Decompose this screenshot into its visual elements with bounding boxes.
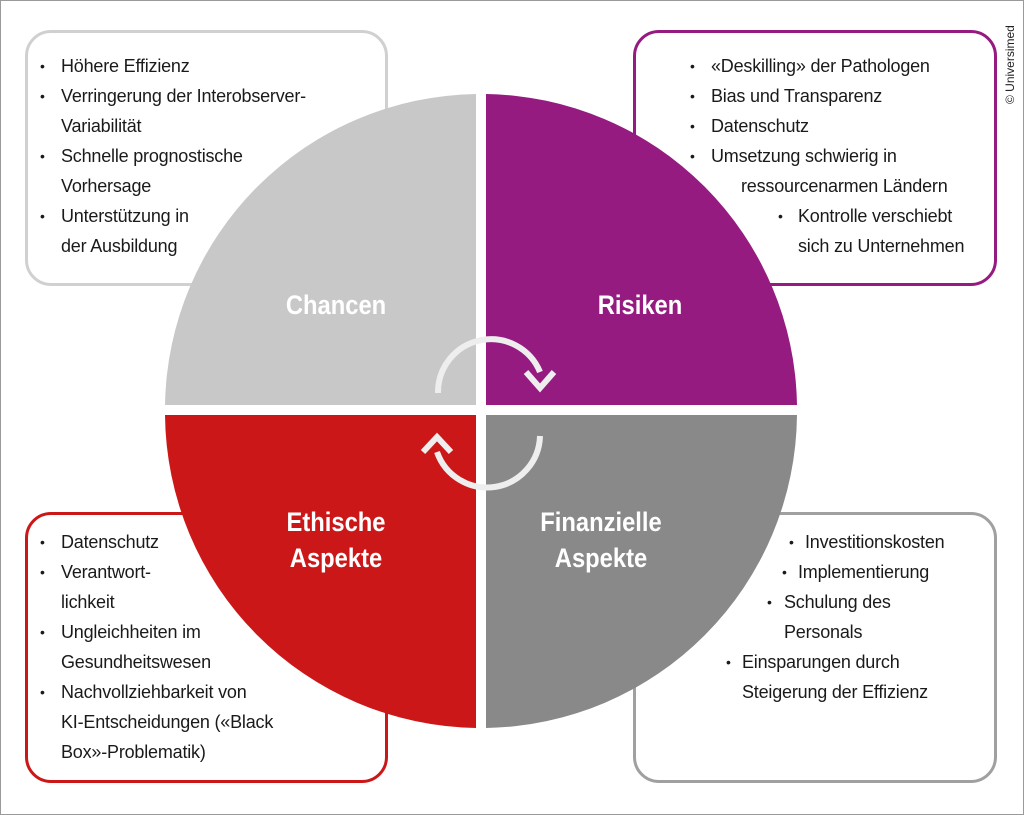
cycle-arrow-top-icon xyxy=(434,336,557,394)
list-item: Schnelle prognostische xyxy=(61,146,243,166)
quadrant-finanziell xyxy=(486,415,797,728)
label-ethisch-2: Aspekte xyxy=(289,543,383,573)
list-item-cont: lichkeit xyxy=(61,592,115,612)
label-chancen: Chancen xyxy=(285,290,387,320)
list-item-cont: KI-Entscheidungen («Black xyxy=(61,712,274,732)
bullet: • xyxy=(690,58,695,74)
bullet: • xyxy=(690,88,695,104)
list-item: Unterstützung in xyxy=(61,206,189,226)
bullet: • xyxy=(40,624,45,640)
list-item: Umsetzung schwierig in xyxy=(711,146,897,166)
label-risiken: Risiken xyxy=(597,290,683,320)
bullet: • xyxy=(40,148,45,164)
bullet: • xyxy=(40,208,45,224)
bullet: • xyxy=(789,534,794,550)
quadrant-chancen xyxy=(165,94,476,405)
list-item-cont: Vorhersage xyxy=(61,176,152,196)
bullet: • xyxy=(40,88,45,104)
label-finanziell-1: Finanzielle xyxy=(540,507,662,537)
list-item: Datenschutz xyxy=(711,116,809,136)
list-item: Nachvollziehbarkeit von xyxy=(61,682,247,702)
quadrant-risiken xyxy=(486,94,797,405)
bullet: • xyxy=(690,148,695,164)
list-item-cont: sich zu Unternehmen xyxy=(798,236,965,256)
label-finanziell-2: Aspekte xyxy=(554,543,648,573)
list-item: Datenschutz xyxy=(61,532,159,552)
list-item-cont: Personals xyxy=(784,622,863,642)
list-item-cont: Steigerung der Effizienz xyxy=(742,682,928,702)
bullet: • xyxy=(690,118,695,134)
list-item-cont: der Ausbildung xyxy=(61,236,178,256)
bullet: • xyxy=(767,594,772,610)
bullet: • xyxy=(782,564,787,580)
quadrant-ethisch xyxy=(165,415,476,728)
list-item-cont: ressourcenarmen Ländern xyxy=(741,176,948,196)
bullet: • xyxy=(40,58,45,74)
list-item: Höhere Effizienz xyxy=(61,56,190,76)
bullet: • xyxy=(726,654,731,670)
label-ethisch-1: Ethische xyxy=(286,507,386,537)
list-item: Schulung des xyxy=(784,592,891,612)
bullet: • xyxy=(40,534,45,550)
bullet: • xyxy=(778,208,783,224)
list-item: Verringerung der Interobserver- xyxy=(61,86,306,106)
list-item: Implementierung xyxy=(798,562,930,582)
bullet: • xyxy=(40,684,45,700)
list-item: «Deskilling» der Pathologen xyxy=(711,56,930,76)
list-item-cont: Box»-Problematik) xyxy=(61,742,206,762)
list-item: Investitionskosten xyxy=(805,532,945,552)
list-item-cont: Gesundheitswesen xyxy=(61,652,211,672)
list-item: Verantwort- xyxy=(61,562,151,582)
list-item-cont: Variabilität xyxy=(61,116,142,136)
list-item: Ungleichheiten im xyxy=(61,622,201,642)
copyright: © Universimed xyxy=(1003,25,1017,104)
bullet: • xyxy=(40,564,45,580)
list-item: Kontrolle verschiebt xyxy=(798,206,953,226)
list-item: Bias und Transparenz xyxy=(711,86,883,106)
cycle-arrow-bottom-icon xyxy=(420,432,543,491)
list-item: Einsparungen durch xyxy=(742,652,900,672)
